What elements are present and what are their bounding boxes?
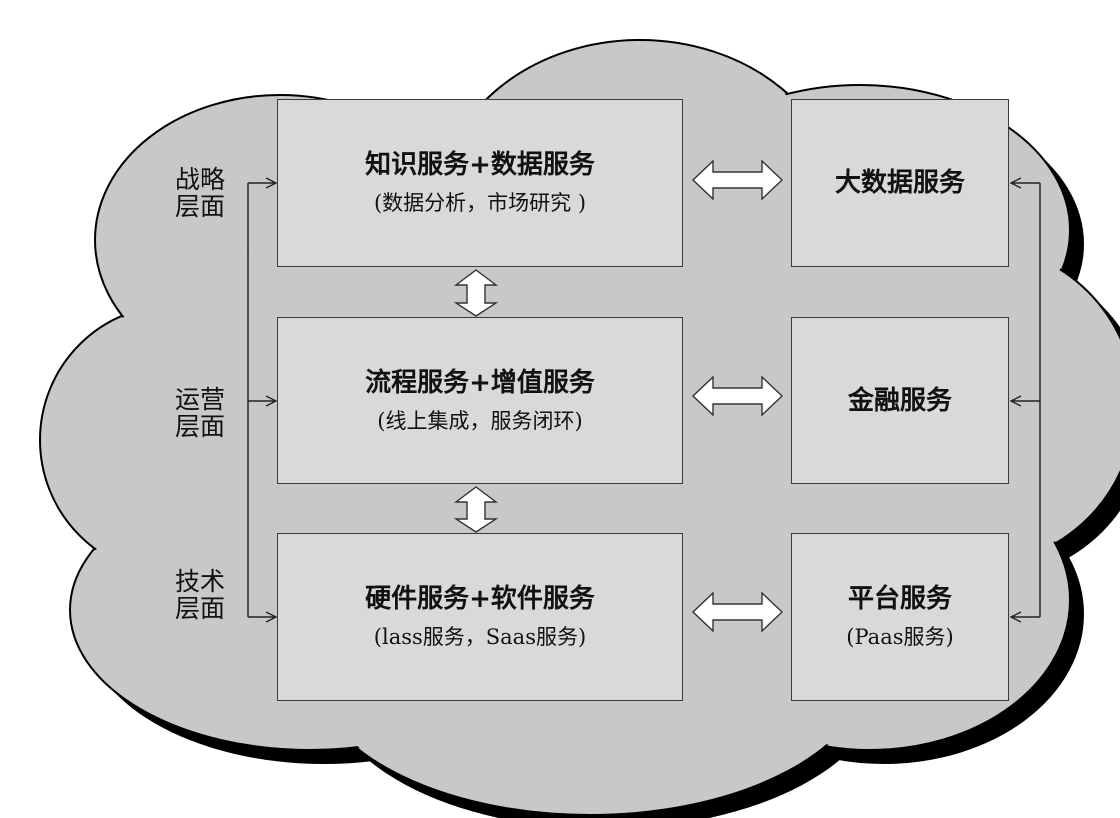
strategic-level-line1: 战略 bbox=[174, 165, 225, 194]
hardware-software-service-subtitle: (lass服务，Saas服务) bbox=[373, 625, 587, 649]
technical-level-label: 技术 层面 bbox=[160, 568, 240, 622]
operational-level-line1: 运营 bbox=[174, 385, 225, 414]
left-connector bbox=[247, 183, 276, 617]
platform-service-box: 平台服务 (Paas服务) bbox=[791, 533, 1009, 701]
double-arrow-process-finance bbox=[691, 375, 784, 417]
strategic-level-line2: 层面 bbox=[174, 192, 225, 221]
double-arrow-hardware-platform bbox=[691, 591, 784, 633]
strategic-level-label: 战略 层面 bbox=[160, 166, 240, 220]
hardware-software-service-box: 硬件服务+软件服务 (lass服务，Saas服务) bbox=[277, 533, 683, 701]
operational-level-label: 运营 层面 bbox=[160, 386, 240, 440]
platform-service-subtitle: (Paas服务) bbox=[846, 625, 954, 649]
technical-level-line1: 技术 bbox=[174, 567, 225, 596]
process-value-service-box: 流程服务+增值服务 (线上集成，服务闭环) bbox=[277, 317, 683, 484]
knowledge-data-service-title: 知识服务+数据服务 bbox=[365, 150, 595, 180]
knowledge-data-service-subtitle: (数据分析，市场研究 ) bbox=[373, 191, 587, 215]
double-arrow-knowledge-process bbox=[453, 269, 499, 317]
knowledge-data-service-box: 知识服务+数据服务 (数据分析，市场研究 ) bbox=[277, 99, 683, 267]
finance-service-box: 金融服务 bbox=[791, 317, 1009, 484]
operational-level-line2: 层面 bbox=[174, 412, 225, 441]
double-arrow-knowledge-bigdata bbox=[691, 159, 784, 201]
platform-service-title: 平台服务 bbox=[847, 584, 952, 614]
double-arrow-process-hardware bbox=[453, 486, 499, 533]
big-data-service-box: 大数据服务 bbox=[791, 99, 1009, 267]
big-data-service-title: 大数据服务 bbox=[834, 168, 965, 198]
finance-service-title: 金融服务 bbox=[847, 385, 952, 416]
hardware-software-service-title: 硬件服务+软件服务 bbox=[365, 584, 595, 614]
process-value-service-subtitle: (线上集成，服务闭环) bbox=[377, 408, 583, 433]
process-value-service-title: 流程服务+增值服务 bbox=[365, 367, 595, 398]
technical-level-line2: 层面 bbox=[174, 594, 225, 623]
right-connector bbox=[1011, 183, 1041, 617]
